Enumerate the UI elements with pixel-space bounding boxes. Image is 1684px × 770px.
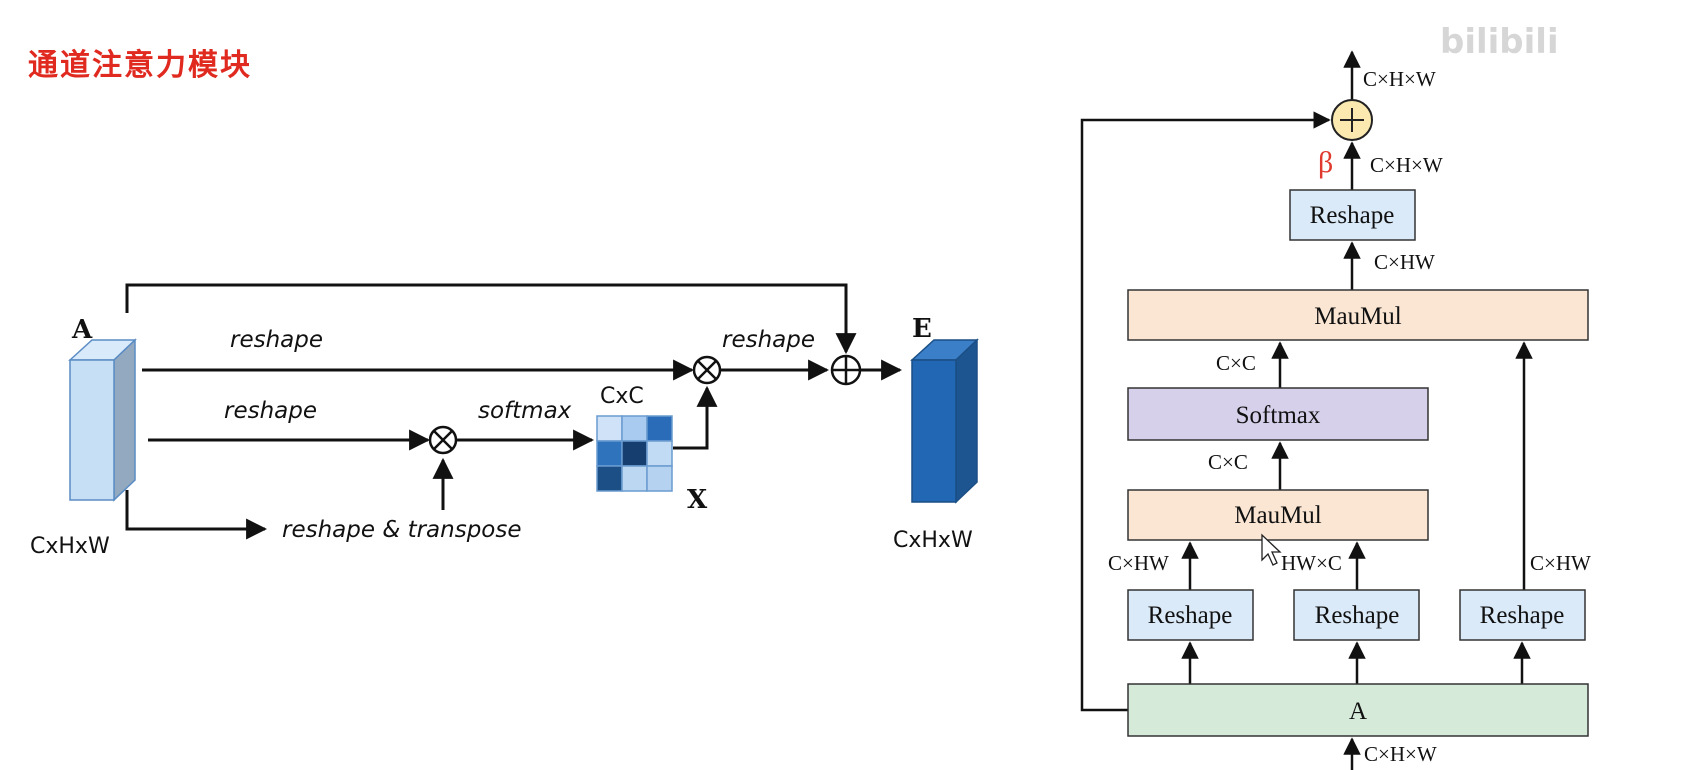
multiply-node-2 xyxy=(692,355,722,385)
reshape-right-box xyxy=(1459,589,1586,641)
matrix-up-arrow xyxy=(673,385,718,450)
softmax-box xyxy=(1127,387,1429,441)
cc-top-label: C×C xyxy=(1216,351,1256,375)
beta-label: β xyxy=(1318,146,1333,179)
edge-label-reshape-mid: reshape xyxy=(224,398,317,424)
reshape-left-box xyxy=(1127,589,1254,641)
input-feature-block xyxy=(68,338,137,502)
reshape-top-in-dims: C×HW xyxy=(1374,250,1435,274)
reshape-transpose-arrow xyxy=(125,490,268,540)
matrix-dims-label: CxC xyxy=(600,384,644,409)
out-dims-label: C×H×W xyxy=(1363,67,1436,91)
page-title: 通道注意力模块 xyxy=(28,48,252,83)
input-a-box xyxy=(1127,683,1589,737)
edge-label-softmax: softmax xyxy=(478,398,572,424)
reshape-right-label: Reshape xyxy=(1480,602,1565,629)
edge-label-reshape-transpose: reshape & transpose xyxy=(282,517,522,543)
reshape-mid-label: Reshape xyxy=(1315,602,1400,629)
add-node xyxy=(830,354,862,386)
bilibili-watermark: bilibili xyxy=(1440,22,1559,62)
input-a-label: A xyxy=(1349,698,1367,725)
reshape-top-label: Reshape xyxy=(1310,202,1395,229)
edge-label-reshape-out: reshape xyxy=(722,327,815,353)
output-label: E xyxy=(912,314,932,344)
left-diagram: A CxHxW reshape reshape reshape & transp… xyxy=(30,283,979,559)
beta-dims-label: C×H×W xyxy=(1370,153,1443,177)
matmul-bottom-label: MauMul xyxy=(1234,502,1322,529)
softmax-label: Softmax xyxy=(1236,402,1321,429)
reshape-left-label: Reshape xyxy=(1148,602,1233,629)
skip-connection-arrow xyxy=(1080,111,1331,712)
output-feature-block xyxy=(910,338,979,504)
cc-bottom-label: C×C xyxy=(1208,450,1248,474)
input-dims-label: CxHxW xyxy=(30,534,110,559)
matmul-top-box xyxy=(1127,289,1589,341)
residual-arrow xyxy=(125,283,857,355)
left-branch-dims: C×HW xyxy=(1108,551,1169,575)
matmul-bottom-box xyxy=(1127,489,1429,541)
in-dims-label: C×H×W xyxy=(1364,742,1437,766)
matrix-label: X xyxy=(687,485,708,515)
input-label: A xyxy=(71,315,93,345)
right-diagram: C×H×W β C×H×W Reshape C×HW MauMul C×C C×… xyxy=(1080,50,1591,770)
output-dims-label: CxHxW xyxy=(893,528,973,553)
mouse-cursor-icon xyxy=(1261,533,1282,566)
attention-matrix xyxy=(596,415,673,492)
edge-label-reshape-top: reshape xyxy=(230,327,323,353)
plus-node xyxy=(1331,99,1373,141)
mid-branch-dims: HW×C xyxy=(1281,551,1342,575)
reshape-mid-box xyxy=(1293,589,1420,641)
reshape-top-box xyxy=(1289,189,1416,241)
multiply-node-1 xyxy=(428,425,458,455)
right-branch-dims: C×HW xyxy=(1530,551,1591,575)
matmul-top-label: MauMul xyxy=(1314,303,1402,330)
